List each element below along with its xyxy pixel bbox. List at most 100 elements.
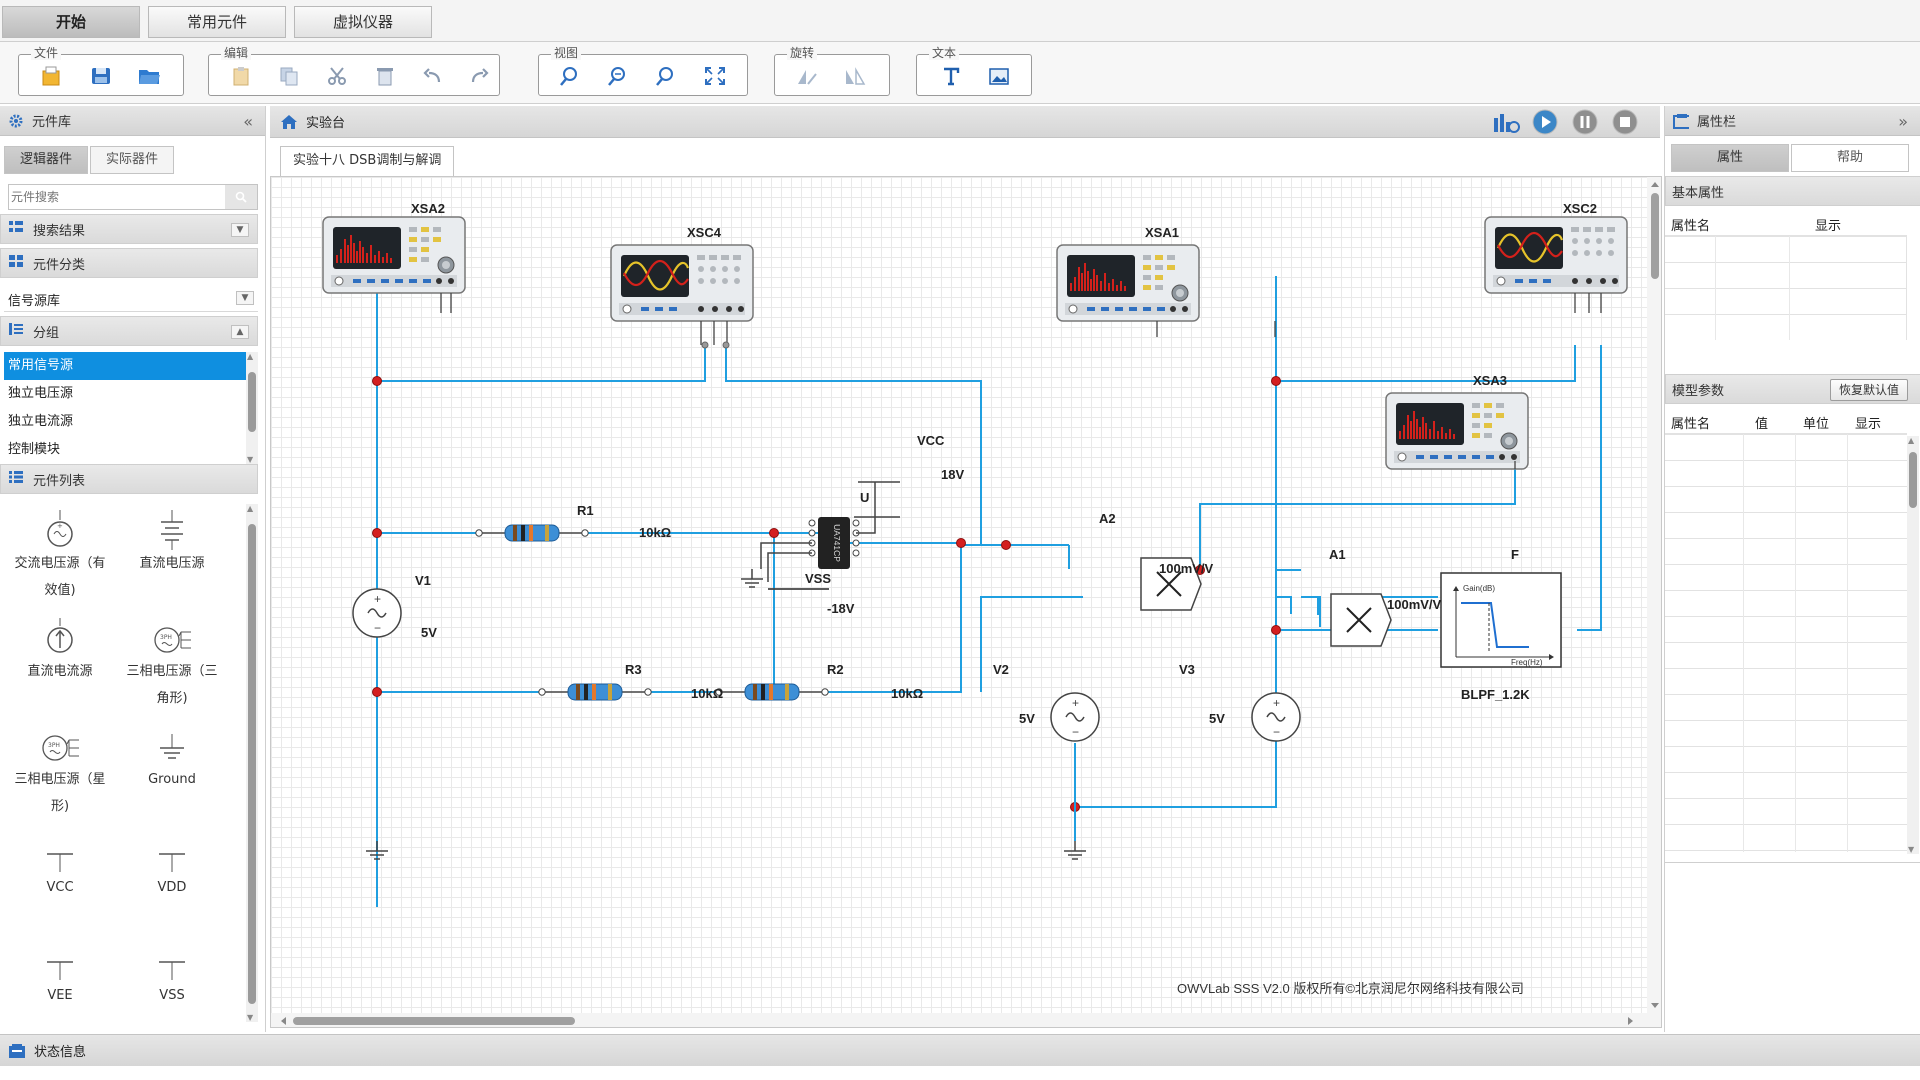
- component-vdd[interactable]: VDD: [116, 830, 228, 901]
- save-icon[interactable]: [87, 63, 115, 89]
- chevron-down-icon[interactable]: ▼: [236, 291, 254, 305]
- toolbar-group-edit: 编辑: [208, 46, 500, 96]
- text-icon[interactable]: [937, 63, 965, 89]
- copy-icon[interactable]: [275, 63, 303, 89]
- component-label: VSS: [159, 988, 185, 1003]
- toolbar-group-view: 视图: [538, 46, 748, 96]
- battery-icon: [116, 506, 228, 550]
- search-results-section[interactable]: 搜索结果 ▼: [0, 214, 258, 244]
- group-item-current-source[interactable]: 独立电流源: [8, 414, 74, 429]
- resistor-r1[interactable]: [475, 524, 589, 542]
- component-vcc[interactable]: VCC: [4, 830, 116, 901]
- tab-start[interactable]: 开始: [2, 6, 140, 38]
- vcc-icon: [4, 830, 116, 874]
- ac-source-v3[interactable]: [1251, 692, 1301, 742]
- label-xsa1: XSA1: [1145, 225, 1179, 240]
- analysis-icon[interactable]: [1492, 110, 1520, 134]
- label-a2: A2: [1099, 511, 1116, 526]
- ac-source-v1[interactable]: [352, 588, 402, 638]
- tab-common-components[interactable]: 常用元件: [148, 6, 286, 38]
- label-f: F: [1511, 547, 1519, 562]
- label-f-name: BLPF_1.2K: [1461, 687, 1530, 702]
- filter-f[interactable]: Gain(dB) Freq(Hz): [1440, 572, 1562, 668]
- oscilloscope-xsc4[interactable]: [609, 243, 755, 323]
- group-item-voltage-source[interactable]: 独立电压源: [8, 386, 74, 401]
- group-item-control-module[interactable]: 控制模块: [8, 442, 61, 457]
- component-list-scrollbar[interactable]: ▲ ▼: [246, 504, 258, 1022]
- tab-help[interactable]: 帮助: [1791, 144, 1909, 172]
- column-header: 显示: [1815, 219, 1842, 234]
- spectrum-analyzer-xsa3[interactable]: [1385, 392, 1529, 470]
- ac-source-v2[interactable]: [1050, 692, 1100, 742]
- new-file-icon[interactable]: [37, 63, 65, 89]
- chevron-down-icon[interactable]: ▼: [231, 223, 249, 237]
- chevron-up-icon[interactable]: ▲: [231, 325, 249, 339]
- label-vss: VSS: [805, 571, 831, 586]
- undo-icon[interactable]: [419, 63, 447, 89]
- grid-icon: [9, 221, 23, 237]
- collapse-right-icon[interactable]: »: [1898, 112, 1908, 131]
- component-ground[interactable]: Ground: [116, 722, 228, 793]
- component-dc-current[interactable]: 直流电流源: [4, 614, 116, 685]
- list-icon: [9, 323, 23, 339]
- cut-icon[interactable]: [323, 63, 351, 89]
- flip-icon[interactable]: [841, 63, 869, 89]
- image-icon[interactable]: [985, 63, 1013, 89]
- basic-header-row: 属性名 显示: [1665, 210, 1907, 236]
- label-r1: R1: [577, 503, 594, 518]
- paste-icon[interactable]: [227, 63, 255, 89]
- resistor-r3[interactable]: [538, 683, 652, 701]
- collapse-left-icon[interactable]: «: [243, 112, 253, 131]
- document-tab[interactable]: 实验十八 DSB调制与解调: [280, 146, 455, 176]
- oscilloscope-xsc2[interactable]: [1483, 215, 1629, 295]
- pause-icon[interactable]: [1572, 109, 1598, 135]
- ground-2[interactable]: [1063, 840, 1087, 860]
- component-3ph-delta[interactable]: 3PH 三相电压源（三 角形): [116, 614, 228, 712]
- category-select[interactable]: 信号源库 ▼: [4, 284, 258, 312]
- schematic-canvas[interactable]: + −: [270, 176, 1662, 1028]
- opamp-u[interactable]: UA741CP: [808, 517, 860, 569]
- canvas-vertical-scrollbar[interactable]: [1647, 177, 1662, 1013]
- fit-screen-icon[interactable]: [701, 63, 729, 89]
- search-icon[interactable]: [225, 185, 257, 209]
- redo-icon[interactable]: [465, 63, 493, 89]
- component-dc-voltage[interactable]: 直流电压源: [116, 506, 228, 577]
- ground-vss[interactable]: [740, 568, 764, 588]
- spectrum-analyzer-xsa1[interactable]: [1056, 244, 1200, 322]
- tab-logic-devices[interactable]: 逻辑器件: [4, 146, 88, 174]
- rotate-left-icon[interactable]: [793, 63, 821, 89]
- group-item-common-sources[interactable]: 常用信号源: [4, 352, 246, 380]
- zoom-in-icon[interactable]: [555, 63, 583, 89]
- basic-properties-grid: [1665, 236, 1907, 340]
- canvas-horizontal-scrollbar[interactable]: [271, 1013, 1662, 1028]
- component-ac-voltage-rms[interactable]: + 交流电压源（有 效值): [4, 506, 116, 604]
- tab-virtual-instruments[interactable]: 虚拟仪器: [294, 6, 432, 38]
- model-header-row: 属性名 值 单位 显示: [1665, 408, 1907, 434]
- component-label: 角形): [156, 691, 188, 706]
- component-label: VDD: [157, 880, 187, 895]
- wires: [376, 276, 1602, 907]
- group-scrollbar[interactable]: ▲ ▼: [246, 352, 258, 464]
- zoom-out-icon[interactable]: [603, 63, 631, 89]
- stop-icon[interactable]: [1612, 109, 1638, 135]
- label-vcc-value: 18V: [941, 467, 964, 482]
- tab-properties[interactable]: 属性: [1671, 144, 1789, 172]
- play-icon[interactable]: [1532, 109, 1558, 135]
- zoom-search-icon[interactable]: [651, 63, 679, 89]
- multiplier-a1[interactable]: [1330, 593, 1392, 647]
- delete-icon[interactable]: [371, 63, 399, 89]
- search-input[interactable]: [11, 187, 221, 207]
- status-title: 状态信息: [34, 1045, 87, 1060]
- column-header: 属性名: [1671, 417, 1711, 432]
- component-3ph-star[interactable]: 3PH 三相电压源（星 形): [4, 722, 116, 820]
- status-bar: 状态信息: [0, 1034, 1920, 1066]
- model-params-scrollbar[interactable]: ▲ ▼: [1907, 436, 1919, 854]
- tab-real-devices[interactable]: 实际器件: [90, 146, 174, 174]
- open-folder-icon[interactable]: [135, 63, 163, 89]
- model-params-section: 模型参数 恢复默认值: [1665, 374, 1920, 404]
- component-vee[interactable]: VEE: [4, 938, 116, 1009]
- component-vss[interactable]: VSS: [116, 938, 228, 1009]
- restore-defaults-button[interactable]: 恢复默认值: [1829, 379, 1908, 401]
- resistor-r2[interactable]: [715, 683, 829, 701]
- spectrum-analyzer-xsa2[interactable]: [322, 216, 466, 294]
